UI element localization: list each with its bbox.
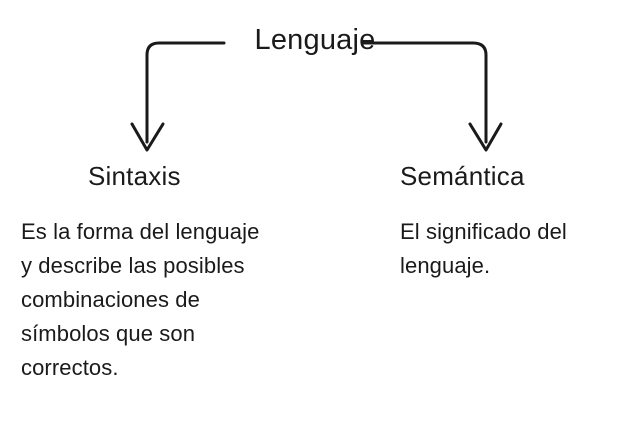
branch-semantica: Semántica El significado del lenguaje. [400,160,615,283]
description-line: lenguaje. [400,253,491,278]
description-line: y describe las posibles [21,253,245,278]
connector-line-left [145,41,226,144]
arrowhead-right [468,122,503,152]
description-line: símbolos que son [21,321,196,346]
arrowhead-left [130,122,165,152]
branch-title-sintaxis: Sintaxis [88,161,181,191]
branch-sintaxis: Sintaxis Es la forma del lenguaje y desc… [21,160,311,385]
branch-description-sintaxis: Es la forma del lenguaje y describe las … [21,215,311,385]
connector-line-right [361,41,488,144]
description-line: El significado del [400,219,567,244]
description-line: Es la forma del lenguaje [21,219,260,244]
root-node-label: Lenguaje [254,24,376,56]
description-line: correctos. [21,355,119,380]
description-line: combinaciones de [21,287,200,312]
branch-title-semantica: Semántica [400,161,525,191]
branch-description-semantica: El significado del lenguaje. [400,215,615,283]
